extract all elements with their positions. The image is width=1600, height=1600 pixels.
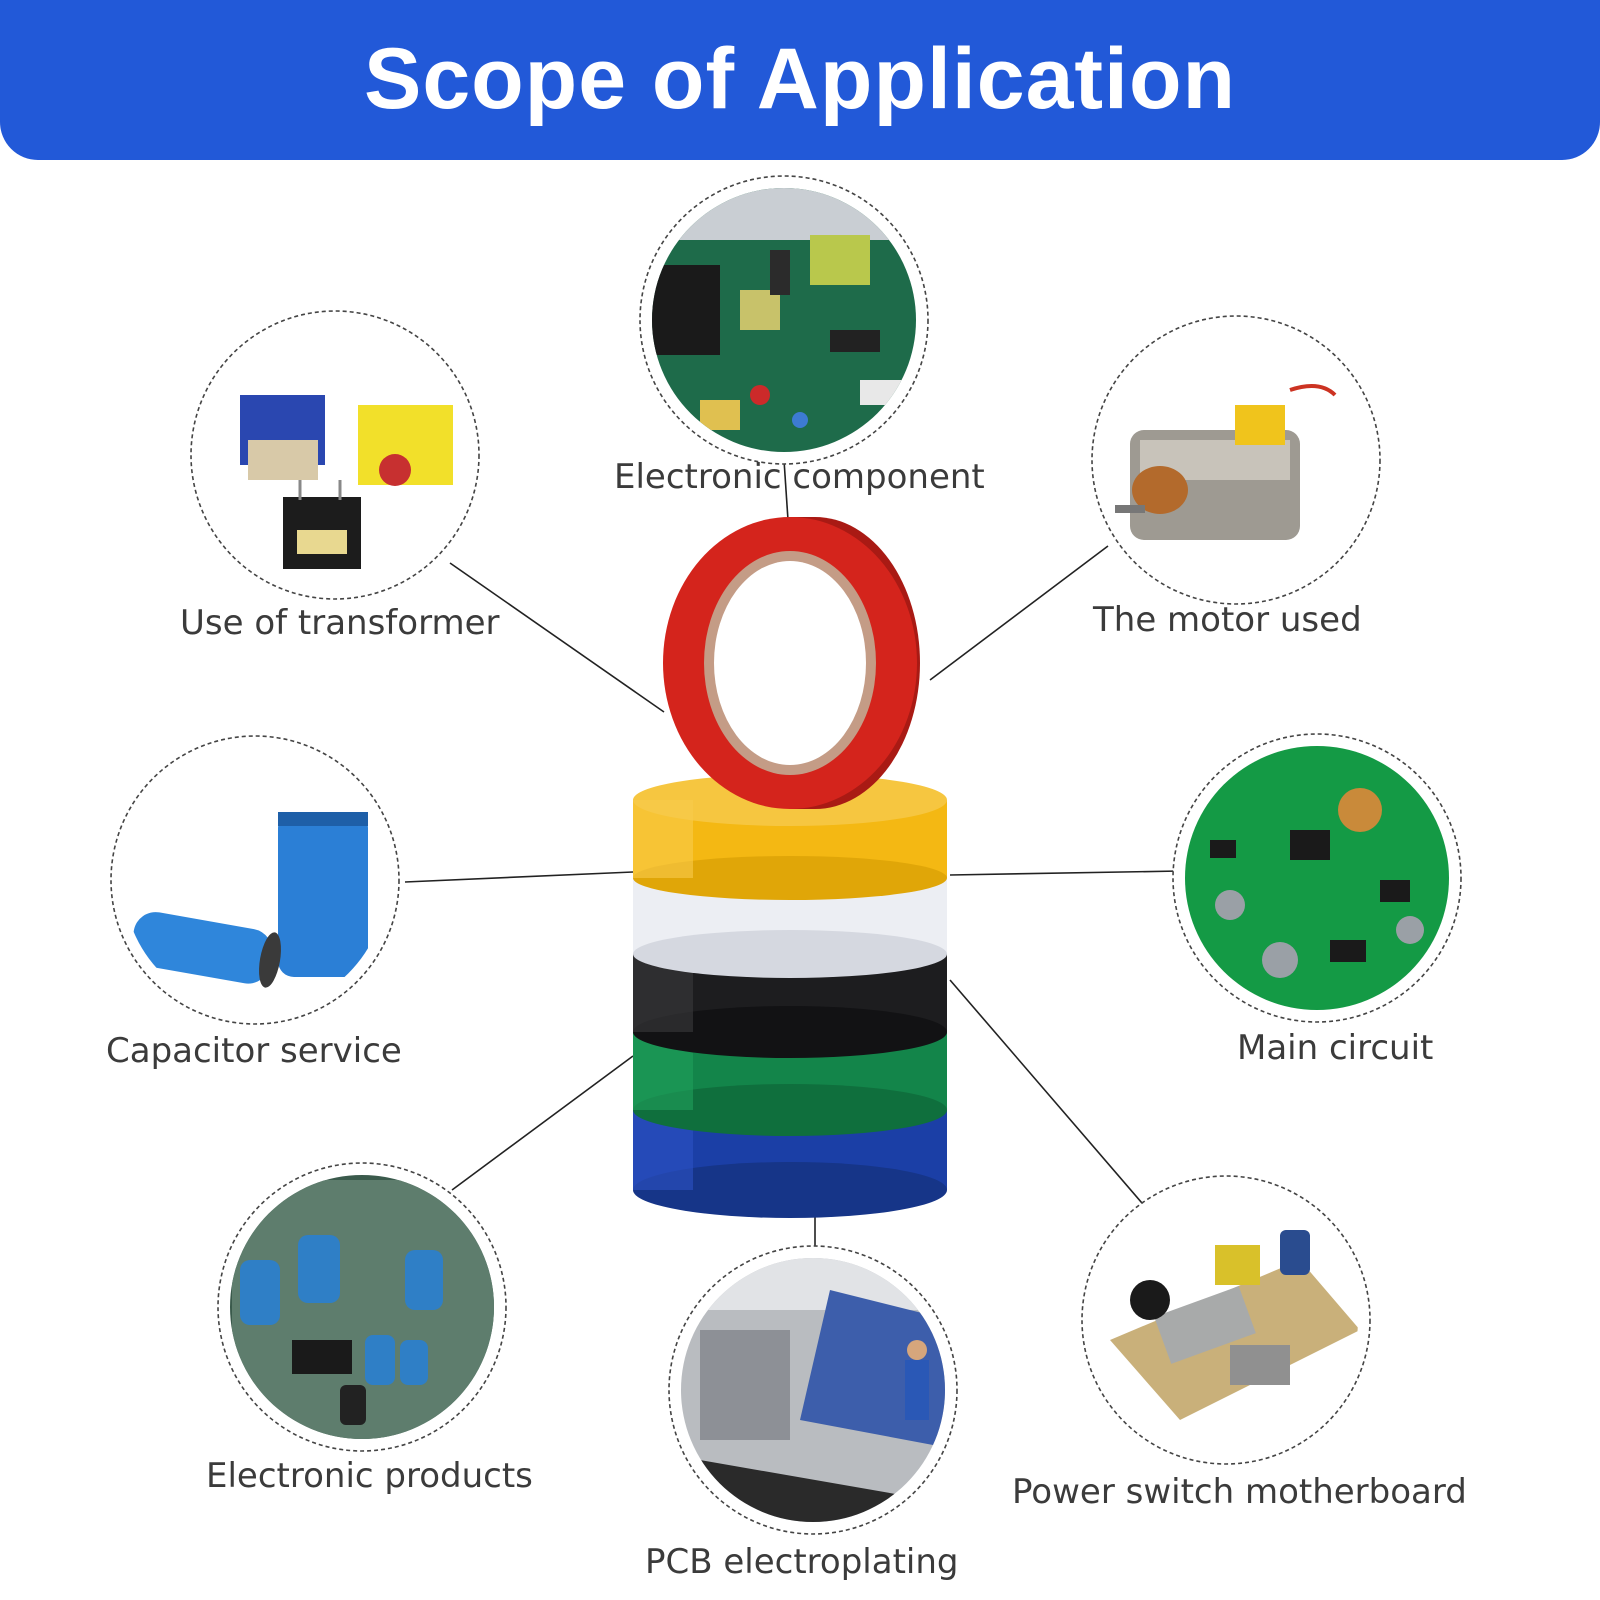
- label-main-circuit: Main circuit: [1237, 1028, 1434, 1068]
- transformer-image: [190, 310, 480, 600]
- connector-lines: [404, 459, 1181, 1250]
- connector-line: [404, 871, 634, 883]
- electronic-products-image: [217, 1162, 507, 1452]
- power-board-image: [1081, 1175, 1371, 1465]
- label-use-of-transformer: Use of transformer: [180, 603, 500, 643]
- connector-line: [949, 979, 1149, 1211]
- label-capacitor-service: Capacitor service: [106, 1031, 402, 1071]
- header-banner: Scope of Application: [0, 0, 1600, 160]
- motor-image: [1091, 315, 1381, 605]
- label-electronic-component: Electronic component: [614, 457, 985, 497]
- connector-line: [949, 870, 1181, 876]
- connector-line: [449, 562, 665, 713]
- capacitor-image: [110, 735, 400, 1025]
- electronic-component-image: [639, 175, 929, 465]
- label-pcb-electroplating: PCB electroplating: [645, 1542, 959, 1582]
- label-power-switch-motherboard: Power switch motherboard: [1012, 1472, 1467, 1512]
- connector-line: [451, 1055, 634, 1191]
- label-the-motor-used: The motor used: [1093, 600, 1362, 640]
- tape-roll-red: [663, 517, 920, 809]
- tape-stack: [633, 517, 947, 1218]
- pcb-plating-image: [668, 1245, 958, 1535]
- connector-line: [783, 459, 789, 521]
- connector-line: [929, 545, 1109, 681]
- main-circuit-image: [1172, 733, 1462, 1023]
- label-electronic-products: Electronic products: [206, 1456, 533, 1496]
- page-title: Scope of Application: [363, 31, 1237, 127]
